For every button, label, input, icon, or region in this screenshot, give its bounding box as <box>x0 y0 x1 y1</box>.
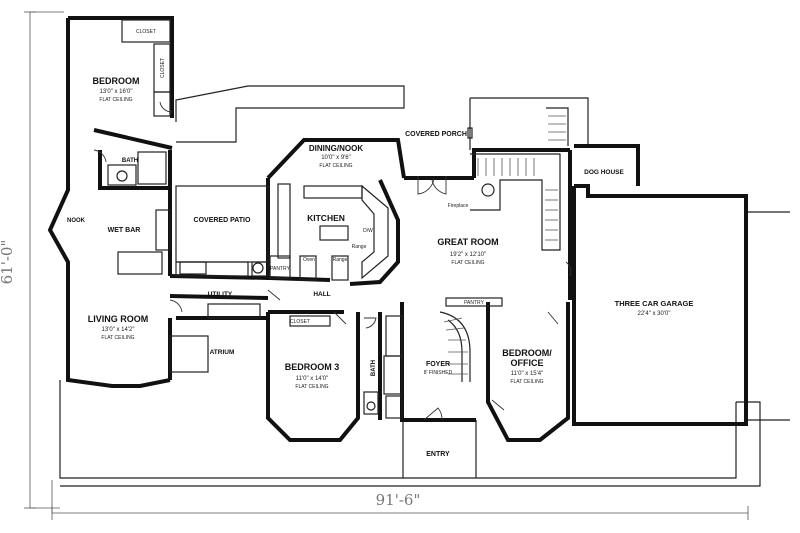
room-atrium: ATRIUM <box>210 349 235 356</box>
room-size: 19'2" x 12'10" <box>450 252 486 258</box>
room-foyer: FOYER 8' FINISHED <box>424 361 453 376</box>
closet-label-nw: CLOSET <box>136 29 156 35</box>
room-dog-house: DOG HOUSE <box>584 169 624 176</box>
room-name: LIVING ROOM <box>88 314 149 324</box>
closet-label-b3: CLOSET <box>290 319 310 325</box>
room-ceiling: FLAT CEILING <box>319 163 352 169</box>
room-nook: NOOK <box>67 218 86 224</box>
door-swings <box>93 101 572 421</box>
room-bath-center: BATH <box>371 360 377 376</box>
room-dining-nook: DINING/NOOK 10'0" x 9'6" FLAT CEILING <box>309 144 363 169</box>
fixture-pantry: PANTRY <box>270 266 290 272</box>
room-name: GREAT ROOM <box>437 237 498 247</box>
room-bedroom-office: BEDROOM/ OFFICE 11'0" x 15'4" FLAT CEILI… <box>502 348 552 385</box>
staircase <box>470 107 569 251</box>
room-great-room: GREAT ROOM 19'2" x 12'10" FLAT CEILING <box>437 237 498 266</box>
room-ceiling: 8' FINISHED <box>424 370 453 376</box>
room-covered-patio: COVERED PATIO <box>194 217 251 224</box>
room-size: 10'0" x 9'6" <box>321 155 351 161</box>
room-ceiling: FLAT CEILING <box>99 97 132 103</box>
pantry-label: PANTRY <box>464 300 484 306</box>
room-utility: UTILITY <box>208 291 233 298</box>
room-bedroom-nw: BEDROOM 13'0" x 16'0" FLAT CEILING <box>93 76 140 103</box>
room-size: 13'0" x 14'2" <box>102 327 135 333</box>
fixture-dw: D/W <box>363 228 373 234</box>
fixture-oven: Oven <box>303 257 315 263</box>
overall-width-label: 91'-6" <box>376 491 421 509</box>
closet-label-nw-side: CLOSET <box>160 58 166 78</box>
room-name: BEDROOM 3 <box>285 362 340 372</box>
room-name-line1: BEDROOM/ <box>502 348 552 358</box>
room-living: LIVING ROOM 13'0" x 14'2" FLAT CEILING <box>88 314 149 341</box>
room-ceiling: FLAT CEILING <box>295 384 328 390</box>
room-ceiling: FLAT CEILING <box>101 335 134 341</box>
fixture-range: Range <box>333 257 348 263</box>
room-hall: HALL <box>313 291 330 298</box>
fireplace-label: Fireplace <box>448 203 469 209</box>
overall-depth-label: 61'-0" <box>0 240 16 285</box>
room-ceiling: FLAT CEILING <box>510 379 543 385</box>
room-size: 22'4" x 30'0" <box>638 311 671 317</box>
room-garage: THREE CAR GARAGE 22'4" x 30'0" <box>615 299 694 317</box>
fixture-range-2: Range <box>352 244 367 250</box>
room-entry: ENTRY <box>426 451 450 458</box>
room-name-line2: OFFICE <box>511 358 544 368</box>
interior-details <box>107 19 569 419</box>
room-ceiling: FLAT CEILING <box>451 260 484 266</box>
room-name: BEDROOM <box>93 76 140 86</box>
room-kitchen: KITCHEN <box>307 213 345 223</box>
room-name: DINING/NOOK <box>309 144 363 153</box>
room-name: FOYER <box>426 361 450 368</box>
room-size: 11'0" x 14'0" <box>296 376 328 382</box>
dimension-lines <box>24 11 749 520</box>
room-wet-bar: WET BAR <box>108 227 141 234</box>
exterior-walls <box>47 16 748 442</box>
room-size: 13'0" x 16'0" <box>100 89 133 95</box>
room-bath-w: BATH <box>122 158 138 164</box>
room-covered-porch: COVERED PORCH <box>405 131 467 138</box>
room-bedroom-3: BEDROOM 3 11'0" x 14'0" FLAT CEILING <box>285 362 340 390</box>
room-name: THREE CAR GARAGE <box>615 299 694 308</box>
room-size: 11'0" x 15'4" <box>511 371 543 377</box>
